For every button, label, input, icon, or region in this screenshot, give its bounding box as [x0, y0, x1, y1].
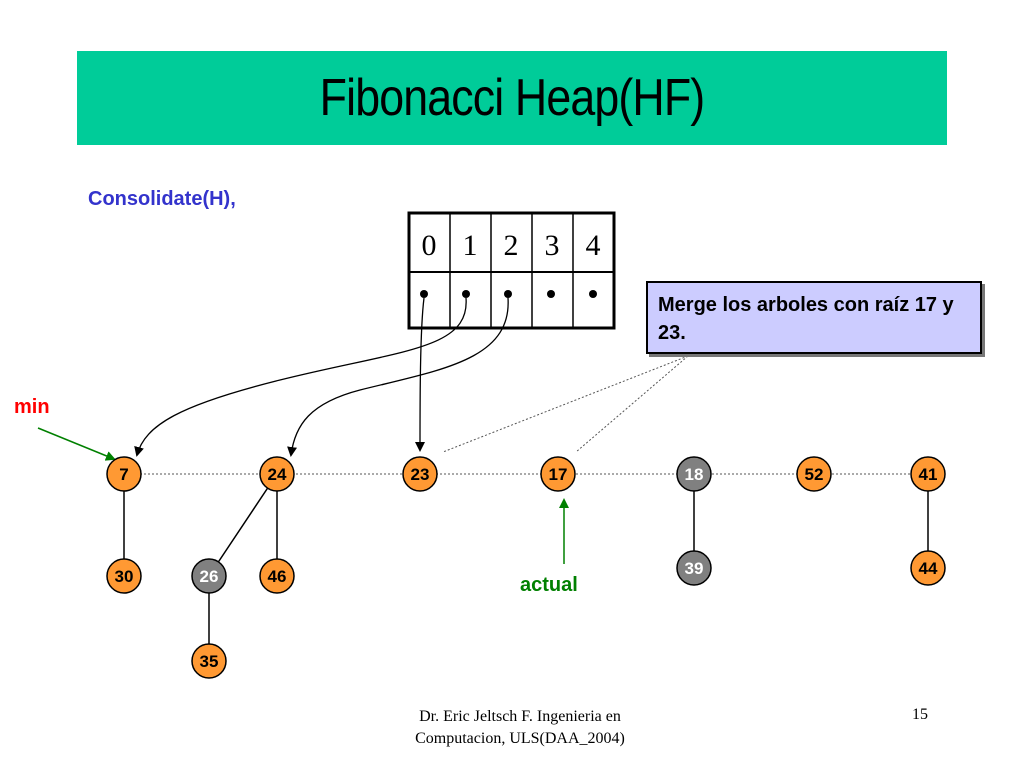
consolidate-label: Consolidate(H), — [88, 188, 236, 210]
min-label: min — [14, 396, 50, 418]
title-bar: Fibonacci Heap(HF) — [77, 51, 947, 145]
degree-array: 0 1 2 3 4 — [407, 211, 616, 330]
array-index-3: 3 — [545, 229, 560, 262]
pointer-arrow-2 — [287, 297, 509, 457]
node-17: 17 — [540, 456, 576, 492]
node-7-label: 7 — [119, 465, 128, 484]
node-26-label: 26 — [200, 567, 219, 586]
node-18: 18 — [676, 456, 712, 492]
node-41: 41 — [910, 456, 946, 492]
node-30: 30 — [106, 558, 142, 594]
array-border — [407, 211, 616, 330]
node-7: 7 — [106, 456, 142, 492]
node-46-label: 46 — [268, 567, 287, 586]
note-callout-line — [442, 355, 689, 453]
footer-line-2: Computacion, ULS(DAA_2004) — [415, 730, 625, 747]
edge-24-26 — [208, 473, 278, 577]
page-number: 15 — [912, 706, 928, 723]
array-index-1: 1 — [463, 229, 478, 262]
slide-title: Fibonacci Heap(HF) — [319, 69, 706, 127]
node-44: 44 — [910, 550, 946, 586]
node-26: 26 — [191, 558, 227, 594]
array-pointer-dot-1 — [462, 290, 470, 298]
node-24: 24 — [259, 456, 295, 492]
node-17-label: 17 — [549, 465, 568, 484]
node-44-label: 44 — [919, 559, 938, 578]
node-39-label: 39 — [685, 559, 704, 578]
pointer-arrow-0 — [415, 297, 426, 452]
node-18-label: 18 — [685, 465, 704, 484]
array-pointer-dot-2 — [504, 290, 512, 298]
array-pointer-dot-4 — [589, 290, 597, 298]
actual-label: actual — [520, 574, 578, 596]
footer-line-1: Dr. Eric Jeltsch F. Ingenieria en — [419, 708, 621, 725]
note-callout-line — [575, 355, 689, 453]
pointer-arrow-1 — [134, 297, 467, 457]
array-index-4: 4 — [586, 229, 601, 262]
array-pointer-dot-3 — [547, 290, 555, 298]
node-23: 23 — [402, 456, 438, 492]
node-39: 39 — [676, 550, 712, 586]
node-23-label: 23 — [411, 465, 430, 484]
array-pointer-dot-0 — [420, 290, 428, 298]
node-52-label: 52 — [805, 465, 824, 484]
node-24-label: 24 — [268, 465, 287, 484]
node-30-label: 30 — [115, 567, 134, 586]
node-35: 35 — [191, 643, 227, 679]
merge-note: Merge los arboles con raíz 17 y 23. — [646, 281, 982, 354]
node-46: 46 — [259, 558, 295, 594]
min-pointer-arrow — [37, 427, 116, 461]
node-41-label: 41 — [919, 465, 938, 484]
footer: Dr. Eric Jeltsch F. Ingenieria en Comput… — [340, 706, 700, 750]
node-52: 52 — [796, 456, 832, 492]
array-index-0: 0 — [422, 229, 437, 262]
array-index-2: 2 — [504, 229, 519, 262]
node-35-label: 35 — [200, 652, 219, 671]
